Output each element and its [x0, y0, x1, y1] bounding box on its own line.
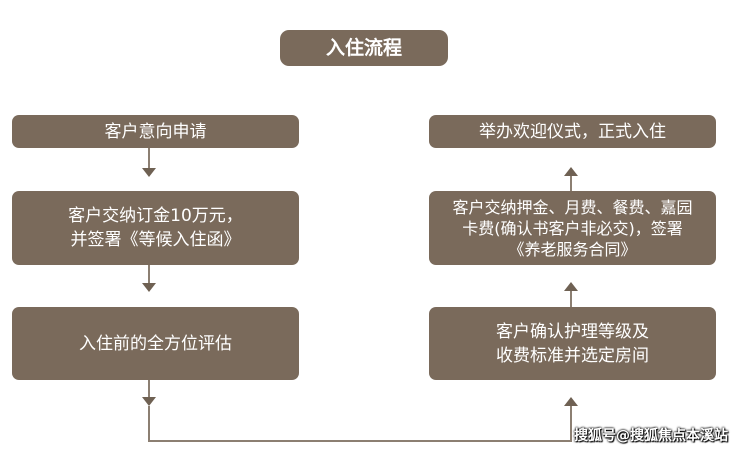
- step-text: 收费标准并选定房间: [496, 345, 649, 366]
- step-customer-application: 客户意向申请: [12, 115, 299, 148]
- arrow-down-icon: [142, 168, 156, 177]
- step-text: 客户交纳订金10万元，: [68, 206, 243, 226]
- connector-line: [148, 406, 150, 442]
- step-text: 《养老服务合同》: [508, 239, 637, 259]
- step-text: 举办欢迎仪式，正式入住: [479, 121, 666, 142]
- step-text: 客户确认护理等级及: [496, 321, 649, 342]
- step-text: 卡费(确认书客户非必交)，签署: [462, 218, 683, 238]
- step-deposit-and-waiting-letter: 客户交纳订金10万元， 并签署《等候入住函》: [12, 191, 299, 265]
- step-text: 入住前的全方位评估: [79, 333, 232, 354]
- process-title-text: 入住流程: [325, 37, 402, 59]
- connector-line: [570, 406, 572, 442]
- arrow-down-icon: [142, 397, 156, 406]
- connector-line: [148, 265, 150, 283]
- connector-line: [148, 380, 150, 397]
- step-full-assessment: 入住前的全方位评估: [12, 307, 299, 380]
- step-text: 客户交纳押金、月费、餐费、嘉园: [452, 197, 693, 217]
- arrow-up-icon: [564, 282, 578, 291]
- step-care-level-and-room: 客户确认护理等级及 收费标准并选定房间: [429, 307, 716, 380]
- arrow-down-icon: [142, 283, 156, 292]
- step-text: 客户意向申请: [104, 121, 207, 142]
- connector-line-bottom: [148, 440, 572, 442]
- step-payments-and-contract: 客户交纳押金、月费、餐费、嘉园 卡费(确认书客户非必交)，签署 《养老服务合同》: [429, 191, 716, 265]
- step-text: 并签署《等候入住函》: [70, 230, 241, 250]
- connector-line: [570, 176, 572, 191]
- step-welcome-ceremony: 举办欢迎仪式，正式入住: [429, 115, 716, 148]
- process-title: 入住流程: [280, 30, 448, 66]
- arrow-up-icon: [564, 397, 578, 406]
- connector-line: [570, 291, 572, 307]
- arrow-up-icon: [564, 167, 578, 176]
- watermark: 搜狐号@搜狐焦点本溪站: [574, 428, 728, 444]
- connector-line: [148, 148, 150, 168]
